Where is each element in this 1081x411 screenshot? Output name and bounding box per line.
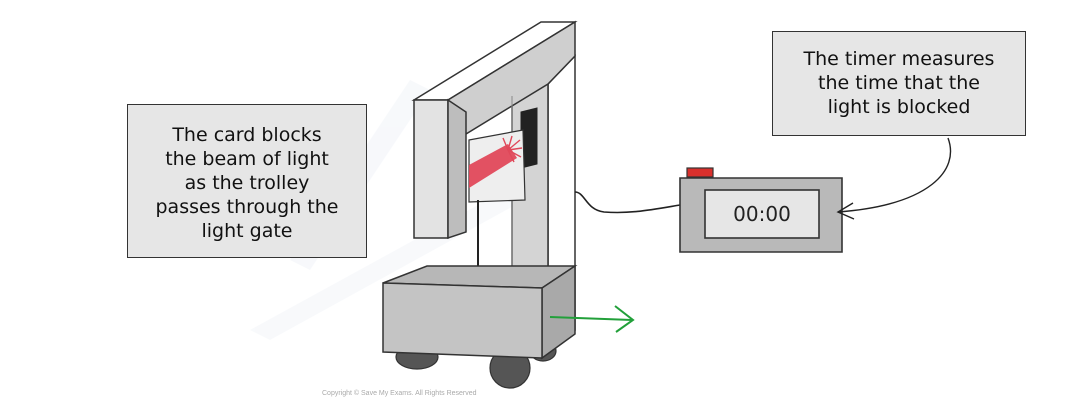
- burst-lines: [502, 135, 523, 163]
- card-callout-line: passes through the: [155, 196, 339, 218]
- card-callout: The card blocks the beam of light as the…: [127, 104, 367, 258]
- timer-screen: [704, 189, 820, 239]
- timer-callout-line: The timer measures: [803, 48, 995, 70]
- timer-callout-line: light is blocked: [827, 96, 971, 118]
- card-callout-line: the beam of light: [165, 148, 329, 170]
- arrow-right-icon: [549, 305, 635, 333]
- card-callout-line: The card blocks: [172, 124, 322, 146]
- timer-display-text: 00:00: [733, 202, 791, 226]
- copyright-notice: Copyright © Save My Exams. All Rights Re…: [322, 390, 477, 397]
- timer-callout: The timer measures the time that the lig…: [772, 31, 1026, 136]
- timer-button: [686, 167, 714, 178]
- card: [468, 129, 526, 276]
- curved-pointer-arrow: [836, 137, 952, 220]
- timer-callout-line: the time that the: [818, 72, 980, 94]
- light-beam: [469, 144, 517, 188]
- trolley: [382, 264, 578, 389]
- cable: [574, 191, 681, 214]
- timer: [679, 167, 843, 253]
- card-callout-line: light gate: [201, 220, 293, 242]
- card-callout-line: as the trolley: [184, 172, 310, 194]
